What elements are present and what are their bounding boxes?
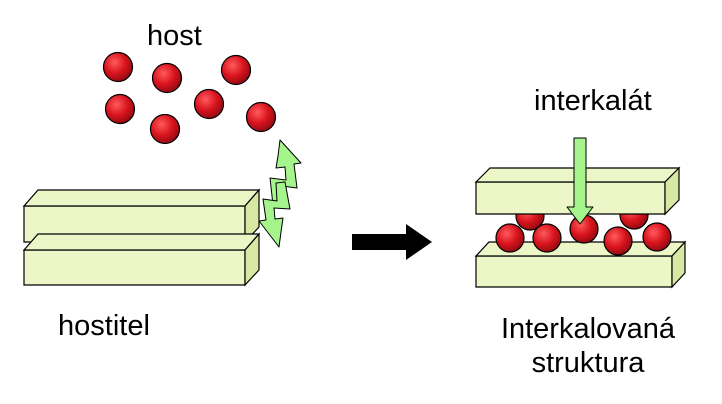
guest-sphere	[193, 88, 225, 120]
guest-sphere	[151, 62, 183, 94]
intercalated-sphere	[532, 223, 562, 253]
structure-label-line1: Interkalovaná	[500, 313, 676, 345]
guest-sphere	[104, 93, 136, 125]
host-structure	[22, 188, 261, 287]
guest-sphere	[245, 101, 277, 133]
host-slab-bottom	[22, 232, 261, 287]
intercalated-sphere	[642, 222, 672, 252]
intercalant-label: interkalát	[534, 85, 652, 117]
intercalated-structure	[474, 166, 687, 289]
insert-arrow-icon	[566, 137, 594, 225]
exchange-arrow-icon	[258, 139, 302, 248]
intercalated-slab-top	[474, 166, 681, 216]
intercalated-sphere	[603, 226, 633, 256]
intercalated-sphere	[495, 223, 525, 253]
structure-label-line2: struktura	[531, 347, 645, 379]
process-arrow-icon	[352, 224, 432, 260]
host-slab-top	[22, 188, 261, 244]
intercalated-structure-label: Interkalovaná struktura	[470, 312, 706, 380]
guest-sphere	[220, 54, 252, 86]
guest-sphere	[149, 113, 181, 145]
guest-sphere	[102, 51, 134, 83]
guest-label: host	[147, 20, 202, 52]
intercalated-slab-bottom	[474, 240, 687, 289]
host-label: hostitel	[58, 310, 150, 342]
guest-molecules	[102, 51, 277, 145]
